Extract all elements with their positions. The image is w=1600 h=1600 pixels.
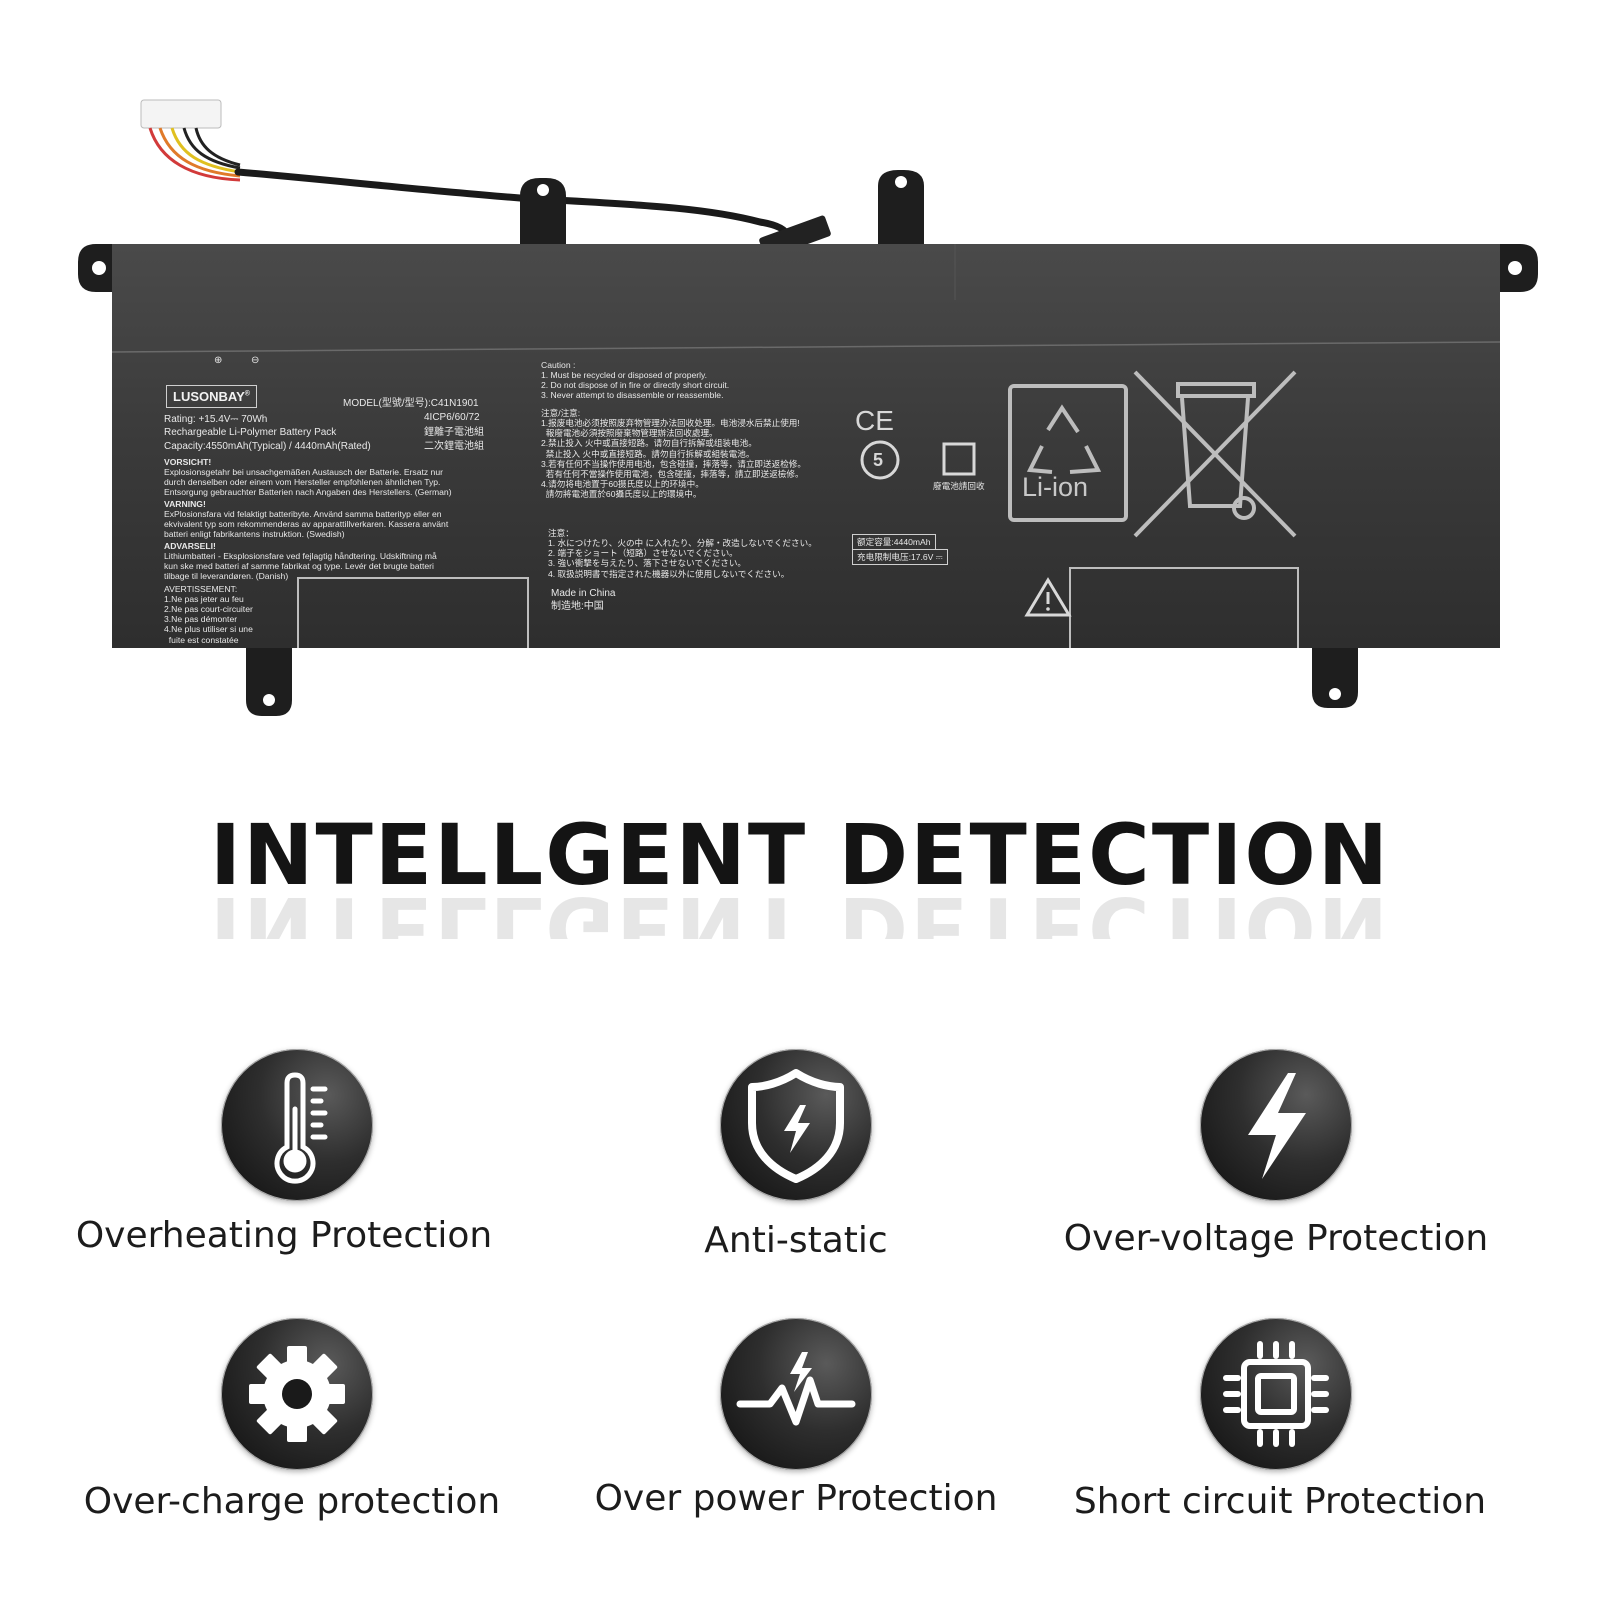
- recycle-icon: [1026, 404, 1102, 474]
- caution-en: Caution : 1. Must be recycled or dispose…: [541, 360, 730, 401]
- warning-heading-da: ADVARSELI!: [164, 541, 216, 551]
- thermometer-icon: [221, 1049, 373, 1201]
- charge-voltage-cn: 充电限制电压:17.6V ⎓: [852, 549, 948, 566]
- battery-illustration: [78, 99, 1538, 716]
- cable-connector: [140, 99, 831, 259]
- pulse-lightning-icon: [720, 1318, 872, 1470]
- lightning-icon: [1200, 1049, 1352, 1201]
- recycle-caption: 廢電池請回收: [933, 481, 985, 491]
- capacity: Capacity:4550mAh(Typical) / 4440mAh(Rate…: [164, 441, 371, 452]
- crossed-bin-icon: [1133, 370, 1297, 538]
- warning-heading-de: VORSICHT!: [164, 457, 212, 467]
- caution-cn: 注意/注意: 1.报废电池必须按照废弃物管理办法回收处理。电池浸水后禁止使用! …: [541, 408, 806, 500]
- feature-label-short-circuit: Short circuit Protection: [1073, 1481, 1487, 1522]
- warning-heading-sv: VARNING!: [164, 499, 206, 509]
- gear-icon: [221, 1318, 373, 1470]
- brand-logo: LUSONBAY®: [166, 385, 257, 409]
- caution-jp: 注意： 1. 水につけたり、火の中 に入れたり、分解・改造しないでください。 2…: [548, 528, 817, 579]
- headline: INTELLGENT DETECTION: [209, 806, 1391, 904]
- battery-body: [112, 244, 1500, 648]
- pack-type-cn1: 鋰離子電池組: [424, 427, 484, 438]
- li-ion-text: Li-ion: [1022, 472, 1089, 502]
- warning-text-da: Lithiumbatteri - Eksplosionsfare ved fej…: [164, 551, 437, 582]
- pack-type-cn2: 二次鋰電池組: [424, 441, 484, 452]
- ce-mark: CE: [855, 405, 894, 436]
- feature-label-over-power: Over power Protection: [594, 1478, 998, 1519]
- model-line: MODEL(型號/型号):C41N1901: [343, 398, 479, 409]
- mounting-tabs: [78, 170, 1538, 716]
- warning-triangle-icon: [1024, 577, 1072, 617]
- minus-symbol: ⊖: [251, 355, 260, 366]
- pack-type: Rechargeable Li-Polymer Battery Pack: [164, 427, 337, 438]
- plus-symbol: ⊕: [214, 355, 223, 366]
- recycle-cn-mark-icon: [942, 442, 976, 476]
- feature-label-anti-static: Anti-static: [704, 1220, 888, 1261]
- feature-label-overheating: Overheating Protection: [75, 1215, 493, 1256]
- avertissement-text: 1.Ne pas jeter au feu 2.Ne pas court-cir…: [164, 594, 253, 645]
- recycle-5-number: 5: [873, 450, 884, 470]
- warning-text-de: Explosionsgetahr bei unsachgemäßen Austa…: [164, 467, 452, 498]
- recycle-5-icon: [860, 440, 900, 480]
- chip-icon: [1200, 1318, 1352, 1470]
- cell-spec: 4ICP6/60/72: [424, 412, 480, 423]
- feature-label-over-voltage: Over-voltage Protection: [1063, 1218, 1489, 1259]
- rating: Rating: +15.4V⎓ 70Wh: [164, 414, 268, 425]
- made-in: Made in China: [551, 588, 616, 599]
- avertissement-heading: AVERTISSEMENT:: [164, 584, 238, 594]
- shield-lightning-icon: [720, 1049, 872, 1201]
- feature-label-over-charge: Over-charge protection: [83, 1481, 501, 1522]
- rated-capacity-cn: 额定容量:4440mAh: [852, 534, 936, 551]
- made-in-cn: 制造地:中国: [551, 601, 604, 612]
- battery-photo: ⊕ ⊖ LUSONBAY® MODEL(型號/型号):C41N1901 Rati…: [0, 0, 1600, 740]
- li-ion-recycle-box: [1008, 384, 1128, 522]
- headline-reflection: INTELLGENT DETECTION: [209, 881, 1391, 939]
- warning-text-sv: ExPlosionsfara vid felaktigt batteribyte…: [164, 509, 449, 540]
